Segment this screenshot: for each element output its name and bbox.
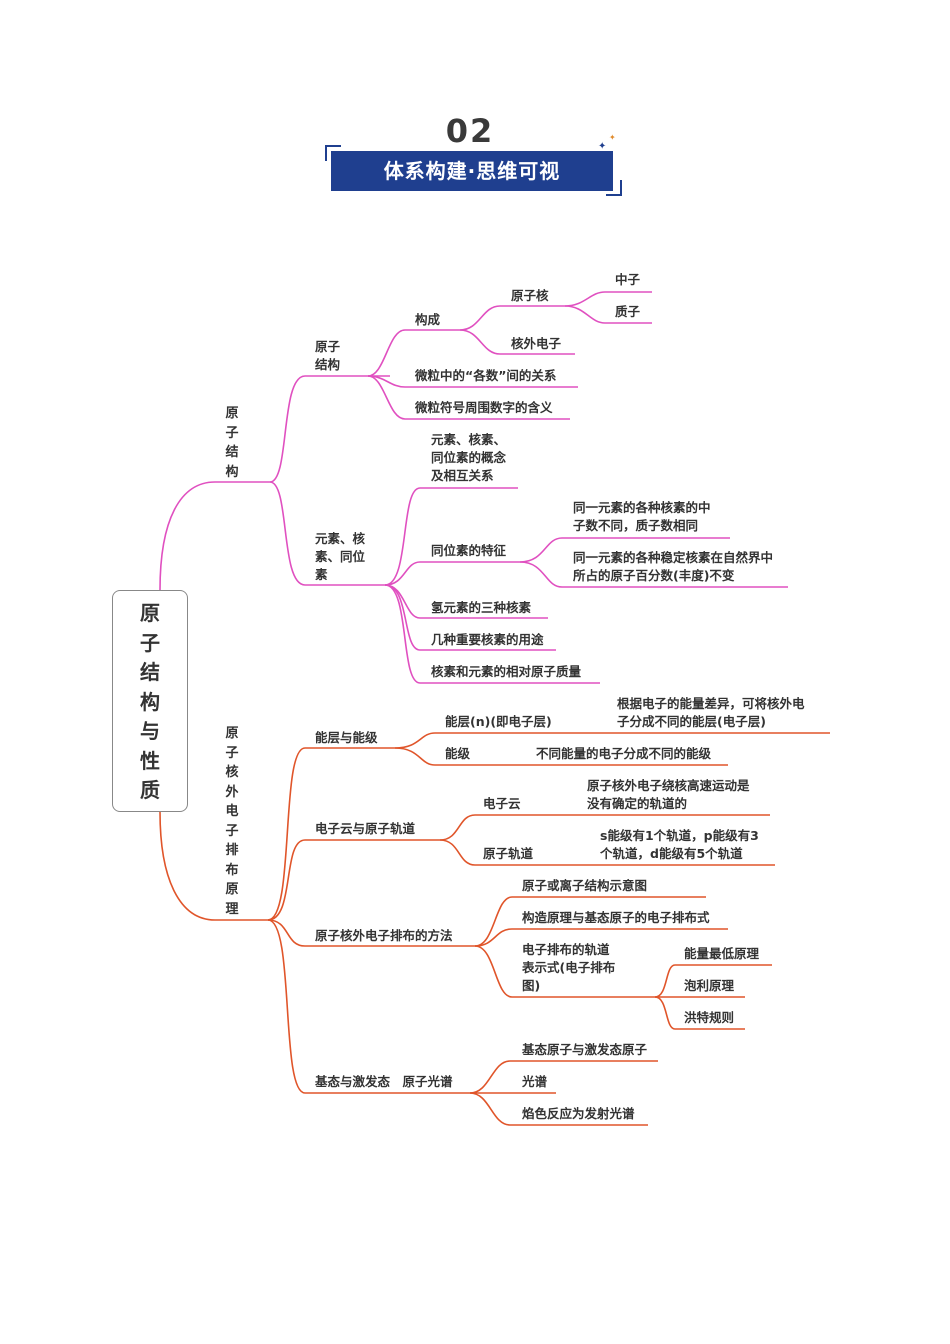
line-cloud-cloud: [439, 814, 770, 841]
node-proton: 质子: [615, 304, 641, 319]
line-branch2-cloud: [267, 839, 440, 921]
node-isotope-feature: 同位素的特征: [431, 543, 507, 558]
node-ground-excited-atoms: 基态原子与激发态原子: [522, 1042, 648, 1057]
line-nucleus-proton: [564, 305, 652, 324]
line-orbital-lowest: [654, 964, 772, 998]
branch-electron-configuration: 原子核外电子排布原理: [225, 726, 239, 917]
node-aufbau: 构造原理与基态原子的电子排布式: [522, 910, 710, 925]
node-electron-cloud: 电子云: [483, 796, 521, 811]
node-lowest-energy: 能量最低原理: [684, 946, 760, 961]
line-feature-1: [519, 537, 730, 563]
node-orbital-representation: 电子排布的轨道 表示式(电子排布 图): [522, 942, 616, 993]
line-branch1-sub1: [269, 375, 390, 483]
banner-corner-left: [325, 145, 341, 161]
node-element-nuclide-isotope: 元素、核 素、同位 素: [315, 531, 366, 582]
node-arrangement-methods: 原子核外电子排布的方法: [315, 928, 453, 943]
line-sub1-symbol: [367, 375, 570, 420]
line-method-aufbau: [474, 928, 728, 947]
section-title: 体系构建·思维可视: [331, 151, 613, 191]
sparkle-icon-small: ✦: [609, 133, 616, 142]
node-structure-diagram: 原子或离子结构示意图: [522, 878, 648, 893]
line-branch2-method: [267, 919, 475, 947]
node-hund: 洪特规则: [684, 1010, 735, 1025]
line-branch2-energy: [267, 747, 395, 921]
root-label: 原子结构与性质: [140, 601, 160, 802]
node-spectrum: 光谱: [522, 1074, 548, 1089]
node-energy-layer: 能层(n)(即电子层): [445, 714, 552, 729]
line-sub2-concept: [384, 487, 518, 586]
line-energy-layer: [394, 732, 830, 749]
line-branch1-sub2: [269, 481, 390, 586]
line-goucheng-electron: [459, 329, 575, 355]
node-flame-test: 焰色反应为发射光谱: [522, 1106, 635, 1121]
node-relative-mass: 核素和元素的相对原子质量: [431, 664, 582, 679]
line-excited-flame: [469, 1092, 648, 1126]
line-feature-2: [519, 561, 788, 588]
line-excited-ground: [469, 1060, 658, 1094]
line-energy-level: [394, 747, 728, 766]
line-root-branch2: [159, 811, 268, 921]
line-method-orbital: [474, 945, 655, 998]
line-method-diagram: [474, 896, 706, 947]
node-energy-level: 能级: [445, 746, 471, 761]
line-branch2-excited: [267, 919, 470, 1094]
line-sub2-feature: [384, 561, 520, 586]
line-nucleus-neutron: [564, 291, 652, 307]
node-feature-1: 同一元素的各种核素的中 子数不同，质子数相同: [573, 500, 711, 533]
node-atomic-orbital: 原子轨道: [483, 846, 534, 861]
line-sub1-goucheng: [367, 329, 460, 377]
line-sub1-relation: [367, 375, 578, 388]
line-sub2-mass: [384, 584, 600, 684]
node-feature-2: 同一元素的各种稳定核素在自然界中 所占的原子百分数(丰度)不变: [573, 550, 774, 583]
node-energy-layer-desc: 根据电子的能量差异，可将核外电 子分成不同的能层(电子层): [617, 696, 805, 729]
line-goucheng-nucleus: [459, 305, 565, 331]
node-neutron: 中子: [615, 272, 641, 287]
line-root-branch1: [159, 481, 270, 591]
node-electron-cloud-desc: 原子核外电子绕核高速运动是 没有确定的轨道的: [587, 778, 750, 811]
node-goucheng: 构成: [415, 312, 441, 327]
node-atom-structure: 原子 结构: [315, 339, 341, 372]
branch-atomic-structure: 原子结构: [225, 406, 239, 480]
node-cloud-orbital: 电子云与原子轨道: [315, 821, 416, 836]
node-nucleus: 原子核: [511, 288, 549, 303]
node-hydrogen: 氢元素的三种核素: [431, 600, 532, 615]
node-nuclide-uses: 几种重要核素的用途: [431, 632, 544, 647]
node-electron: 核外电子: [511, 336, 562, 351]
sparkle-icon: ✦: [598, 141, 607, 152]
node-energy-layer-level: 能层与能级: [315, 730, 378, 745]
banner-corner-right: [606, 180, 622, 196]
line-orbital-hund: [654, 996, 745, 1030]
node-ground-excited: 基态与激发态 原子光谱: [315, 1074, 453, 1089]
node-symbol-meaning: 微粒符号周围数字的含义: [415, 400, 553, 415]
node-atomic-orbital-desc: s能级有1个轨道，p能级有3 个轨道，d能级有5个轨道: [600, 828, 759, 861]
root-node: 原子结构与性质: [112, 590, 188, 812]
node-energy-level-desc: 不同能量的电子分成不同的能级: [536, 746, 712, 761]
node-particle-relation: 微粒中的“各数”间的关系: [415, 368, 557, 383]
section-number: 02: [445, 112, 495, 150]
node-pauli: 泡利原理: [684, 978, 735, 993]
line-cloud-orbital: [439, 839, 775, 866]
node-concepts: 元素、核素、 同位素的概念 及相互关系: [431, 432, 507, 483]
